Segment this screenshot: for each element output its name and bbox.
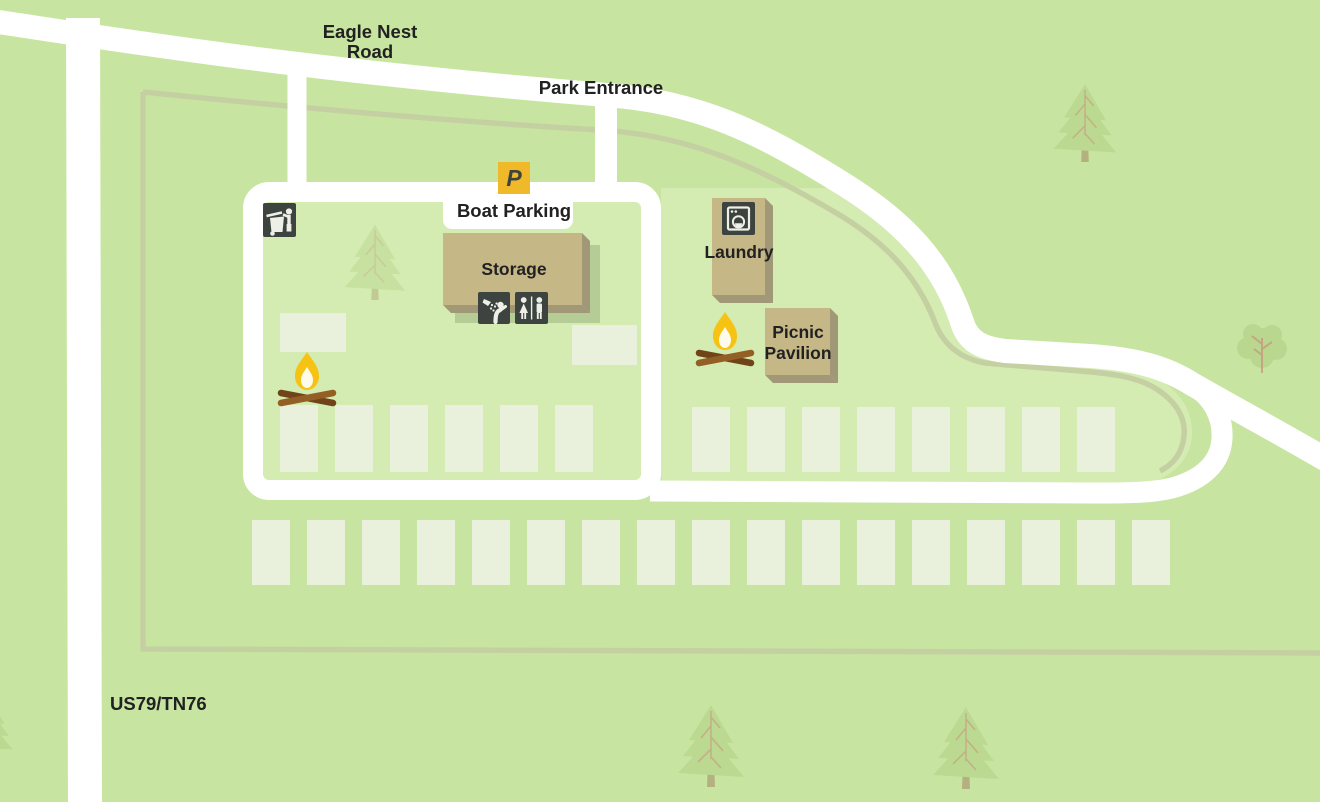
bottom-campsite-row bbox=[692, 520, 730, 585]
picnic-pavilion-building bbox=[765, 308, 838, 383]
bottom-campsite-row bbox=[472, 520, 510, 585]
left-loop-campsite-row bbox=[445, 405, 483, 472]
bottom-campsite-row bbox=[637, 520, 675, 585]
boat-parking-area bbox=[443, 191, 573, 229]
bottom-campsite-row bbox=[582, 520, 620, 585]
right-loop-campsite-row bbox=[857, 407, 895, 472]
right-loop-campsite-row bbox=[912, 407, 950, 472]
eagle-nest-road-label-line2: Road bbox=[347, 41, 393, 62]
campsite-pad bbox=[572, 325, 637, 365]
us79-tn76-road bbox=[66, 17, 102, 802]
bottom-campsite-row bbox=[1077, 520, 1115, 585]
right-loop-campsite-row bbox=[692, 407, 730, 472]
boat-parking-label: Boat Parking bbox=[457, 200, 571, 221]
left-loop-campsite-row bbox=[280, 405, 318, 472]
bottom-campsite-row bbox=[307, 520, 345, 585]
trash-disposal-icon bbox=[263, 203, 296, 237]
bottom-campsite-row bbox=[747, 520, 785, 585]
right-loop-campsite-row bbox=[802, 407, 840, 472]
parking-icon: P bbox=[498, 162, 530, 194]
storage-label: Storage bbox=[481, 259, 546, 279]
campsites bbox=[252, 313, 1170, 585]
boundary-line-west-south bbox=[140, 92, 1320, 656]
right-loop-campsite-row bbox=[1022, 407, 1060, 472]
restroom-icon bbox=[515, 292, 548, 324]
right-loop-campsite-row bbox=[747, 407, 785, 472]
left-loop-campsite-row bbox=[500, 405, 538, 472]
campground-return-road bbox=[649, 375, 1233, 504]
bottom-campsite-row bbox=[912, 520, 950, 585]
eagle-nest-road-label-line1: Eagle Nest bbox=[323, 21, 418, 42]
boundary-line-north bbox=[142, 89, 1187, 474]
picnic-pavilion-label-line2: Pavilion bbox=[764, 343, 831, 363]
bottom-campsite-row bbox=[252, 520, 290, 585]
bottom-campsite-row bbox=[527, 520, 565, 585]
left-loop-campsite-row bbox=[555, 405, 593, 472]
left-loop-campsite-row bbox=[335, 405, 373, 472]
parking-icon-letter: P bbox=[506, 165, 522, 191]
campsite-pad bbox=[280, 313, 346, 352]
bottom-campsite-row bbox=[362, 520, 400, 585]
right-loop-campsite-row bbox=[967, 407, 1005, 472]
picnic-pavilion-label-line1: Picnic bbox=[772, 322, 824, 342]
right-loop-campsite-row bbox=[1077, 407, 1115, 472]
bottom-campsite-row bbox=[802, 520, 840, 585]
shower-icon bbox=[478, 292, 510, 325]
washing-machine-icon bbox=[722, 202, 755, 235]
laundry-label: Laundry bbox=[704, 242, 773, 262]
highway-label: US79/TN76 bbox=[110, 693, 207, 714]
bottom-campsite-row bbox=[417, 520, 455, 585]
bottom-campsite-row bbox=[1022, 520, 1060, 585]
bottom-campsite-row bbox=[967, 520, 1005, 585]
bottom-campsite-row bbox=[857, 520, 895, 585]
bottom-campsite-row bbox=[1132, 520, 1170, 585]
left-loop-campsite-row bbox=[390, 405, 428, 472]
park-entrance-label: Park Entrance bbox=[539, 77, 663, 98]
